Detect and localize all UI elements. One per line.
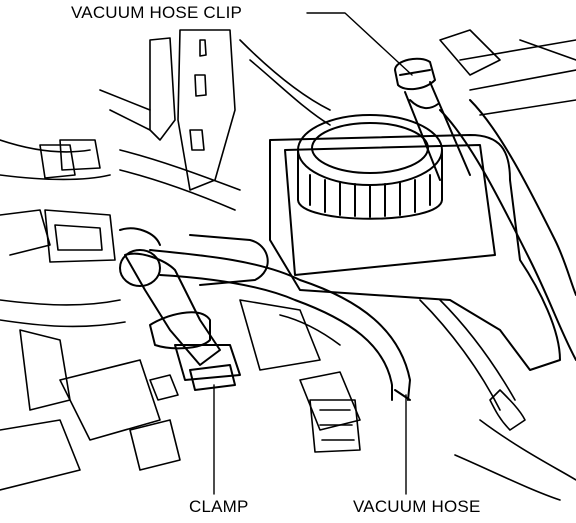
vacuum-hose-label: VACUUM HOSE (353, 497, 481, 516)
clamp (149, 311, 211, 350)
clamp-label: CLAMP (189, 497, 249, 516)
leader-lines (213, 12, 413, 495)
brake-fluid-reservoir (269, 114, 561, 371)
vacuum-hose (149, 99, 576, 401)
vacuum-hose-clip-label: VACUUM HOSE CLIP (71, 3, 243, 22)
check-valve-assembly (119, 227, 269, 391)
engine-background (0, 29, 576, 501)
clip-leader (306, 12, 413, 76)
